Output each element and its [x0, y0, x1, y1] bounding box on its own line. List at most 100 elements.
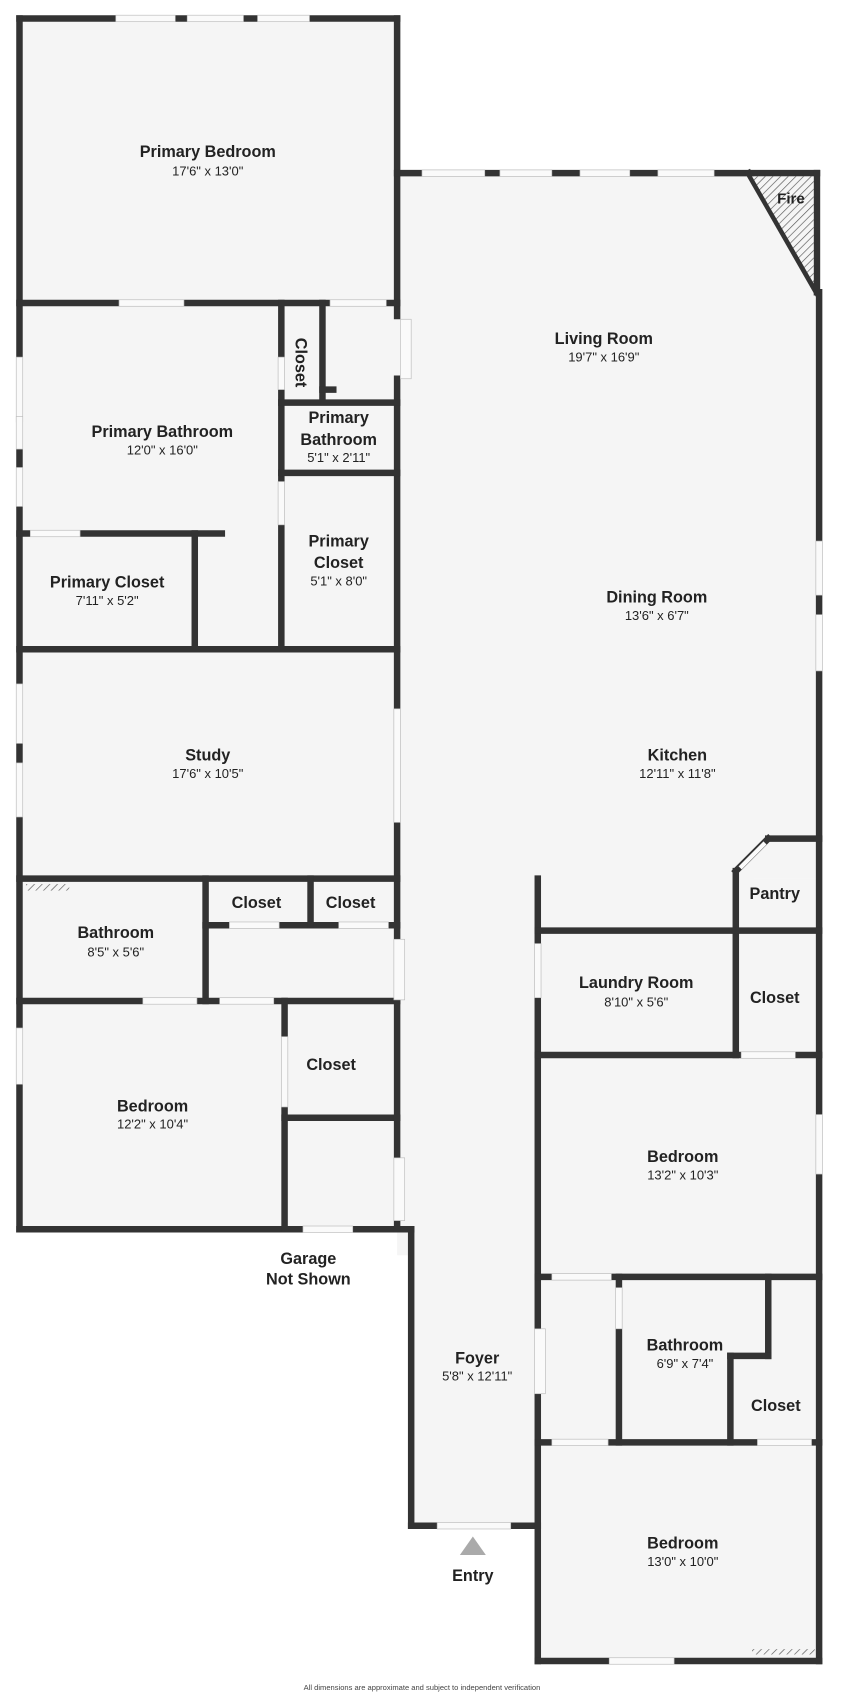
window-or-door — [608, 1657, 675, 1665]
room-dims: 7'11" x 5'2" — [76, 593, 139, 608]
window-or-door — [499, 169, 553, 177]
room-bedroom-right: Bedroom 13'2" x 10'3" — [647, 1148, 719, 1182]
room-name: Dining Room — [606, 589, 707, 607]
window-or-door — [436, 1522, 512, 1530]
window-or-door — [302, 1225, 354, 1233]
window-or-door — [421, 169, 486, 177]
room-name: Bathroom — [77, 924, 154, 942]
room-primary-bathroom-small: Primary Bathroom 5'1" x 2'11" — [300, 409, 377, 465]
window-or-door — [29, 529, 81, 538]
window-or-door — [118, 299, 185, 307]
room-primary-bathroom: Primary Bathroom 12'0" x 16'0" — [92, 423, 234, 457]
wall — [744, 168, 822, 297]
window-or-door — [551, 1273, 612, 1281]
window-or-door — [393, 1157, 406, 1221]
hatched-area — [752, 1649, 815, 1655]
window-or-door — [815, 614, 823, 672]
window-or-door — [15, 762, 24, 818]
room-dims: 5'1" x 2'11" — [307, 450, 370, 465]
room-kitchen: Kitchen 12'11" x 11'8" — [639, 747, 716, 781]
windows-doors — [15, 14, 823, 1665]
room-name: Primary Closet — [50, 574, 165, 592]
room-primary-closet: Primary Closet 7'11" x 5'2" — [50, 574, 165, 608]
room-bedroom-left: Bedroom 12'2" x 10'4" — [117, 1097, 189, 1131]
floor-fill — [19, 18, 820, 1661]
window-or-door — [229, 921, 280, 929]
room-dims: 5'8" x 12'11" — [442, 1369, 513, 1384]
fireplace — [752, 176, 814, 284]
room-bedroom-bottom: Bedroom 13'0" x 10'0" — [647, 1534, 719, 1568]
room-name: Bathroom — [300, 431, 377, 449]
room-dims: 8'5" x 5'6" — [87, 945, 144, 960]
room-name: Bedroom — [117, 1097, 188, 1115]
window-or-door — [400, 318, 412, 380]
room-dims: 6'9" x 7'4" — [657, 1356, 714, 1371]
room-dims: 12'11" x 11'8" — [639, 766, 716, 781]
garage-label: Not Shown — [266, 1270, 351, 1288]
window-or-door — [277, 481, 285, 526]
window-or-door — [115, 14, 176, 23]
window-or-door — [257, 14, 310, 23]
room-laundry-room: Laundry Room 8'10" x 5'6" — [579, 974, 693, 1009]
entry-label: Entry — [452, 1567, 493, 1585]
room-name: Kitchen — [648, 747, 707, 765]
window-or-door — [15, 1027, 24, 1085]
window-or-door — [657, 169, 715, 177]
room-dining-room: Dining Room 13'6" x 6'7" — [606, 589, 707, 623]
room-closet: Closet — [751, 1397, 801, 1415]
room-dims: 12'2" x 10'4" — [117, 1117, 189, 1132]
room-bathroom-right: Bathroom 6'9" x 7'4" — [647, 1336, 724, 1370]
room-dims: 17'6" x 10'5" — [172, 766, 244, 781]
window-or-door — [15, 356, 24, 423]
window-or-door — [615, 1287, 623, 1330]
room-foyer: Foyer 5'8" x 12'11" — [442, 1349, 513, 1383]
window-or-door — [757, 1438, 812, 1446]
floor-area — [19, 18, 398, 1230]
room-pantry: Pantry — [750, 885, 800, 903]
window-or-door — [281, 1036, 289, 1108]
room-dims: 17'6" x 13'0" — [172, 163, 244, 178]
room-study: Study 17'6" x 10'5" — [172, 747, 244, 781]
window-or-door — [329, 299, 387, 307]
room-dims: 12'0" x 16'0" — [127, 443, 199, 458]
disclaimer-footer: All dimensions are approximate and subje… — [304, 1683, 541, 1692]
room-name: Study — [185, 747, 230, 765]
window-or-door — [15, 467, 24, 507]
window-or-door — [393, 938, 406, 1001]
window-or-door — [815, 540, 823, 596]
room-closet: Closet — [291, 338, 309, 388]
entry-arrow-icon — [459, 1536, 486, 1555]
window-or-door — [815, 1114, 823, 1175]
room-name: Bathroom — [647, 1336, 724, 1354]
room-name: Primary — [308, 409, 368, 427]
room-closet: Closet — [232, 894, 282, 912]
window-or-door — [15, 416, 24, 450]
room-living-room: Living Room 19'7" x 16'9" — [555, 330, 653, 364]
window-or-door — [534, 1328, 546, 1395]
hatched-area — [25, 884, 70, 891]
pantry-door — [738, 841, 767, 870]
room-primary-bedroom: Primary Bedroom 17'6" x 13'0" — [140, 143, 276, 178]
room-dims: 19'7" x 16'9" — [568, 349, 640, 364]
room-closet: Closet — [306, 1056, 356, 1074]
window-or-door — [186, 14, 244, 23]
room-bathroom: Bathroom 8'5" x 5'6" — [77, 924, 154, 959]
window-or-door — [338, 921, 389, 929]
room-primary-closet-small: Primary Closet 5'1" x 8'0" — [308, 532, 368, 588]
room-name: Closet — [314, 554, 364, 572]
room-name: Primary Bathroom — [92, 423, 234, 441]
fireplace-label: Fire — [777, 190, 805, 207]
room-closet: Closet — [326, 894, 376, 912]
room-dims: 13'2" x 10'3" — [647, 1167, 719, 1182]
room-name: Primary — [308, 532, 368, 550]
room-name: Bedroom — [647, 1534, 718, 1552]
window-or-door — [534, 943, 542, 999]
window-or-door — [15, 683, 24, 744]
window-or-door — [579, 169, 631, 177]
window-or-door — [740, 1051, 796, 1059]
window-or-door — [142, 997, 198, 1005]
garage-label: Garage — [280, 1250, 336, 1268]
window-or-door — [219, 997, 275, 1005]
window-or-door — [393, 708, 401, 823]
